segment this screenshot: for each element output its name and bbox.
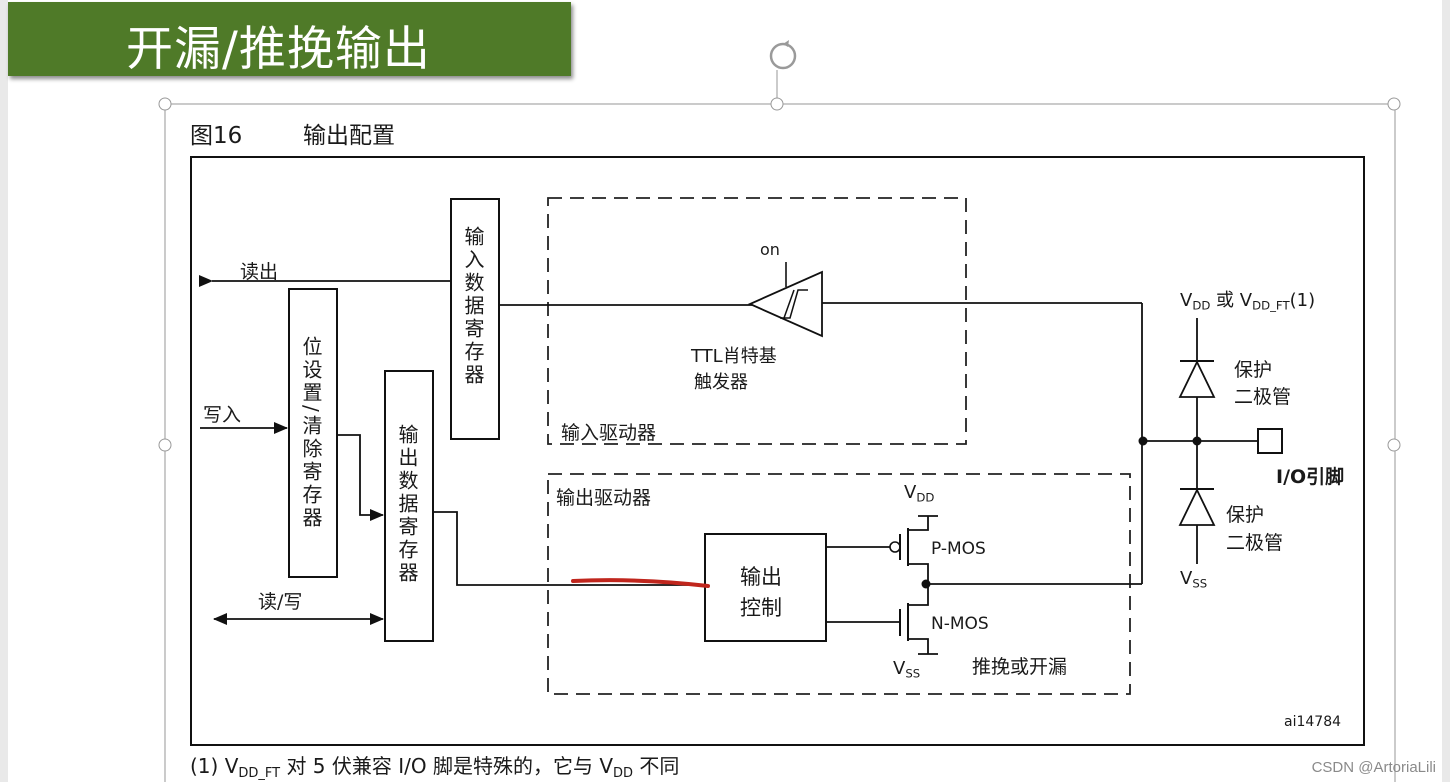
output-data-register-label: 输出数据寄存器 [395,424,419,585]
input-driver-box [547,197,967,445]
figure-footnote: (1) VDD_FT 对 5 伏兼容 I/O 脚是特殊的，它与 VDD 不同 [190,754,680,781]
protection-vdd-label: VDD 或 VDD_FT(1) [1180,290,1316,313]
drain-node-dot [921,579,931,589]
output-control-label-line1: 输出 [740,565,782,589]
title-banner: 开漏/推挽输出 [8,2,571,77]
bsrr-to-odr-line [337,434,384,521]
input-driver-label: 输入驱动器 [561,422,657,444]
diode-bottom-label-line1: 保护 [1226,504,1265,526]
figure-id: ai14784 [1284,714,1342,730]
io-pin-pad [1257,428,1283,454]
diode-top-icon [1178,359,1216,398]
output-data-register-block [384,370,434,642]
image-selection-frame[interactable] [158,70,1401,782]
diode-top-label-line1: 保护 [1234,359,1273,381]
write-in-label: 写入 [203,404,242,426]
trigger-label-line1: TTL肖特基 [691,346,777,367]
input-data-register-label: 输入数据寄存器 [461,226,485,387]
input-data-register-block [450,198,500,440]
pmos-label: P-MOS [931,539,986,559]
output-vss-label: VSS [893,658,921,681]
bit-set-clear-register-label: 位设置/清除寄存器 [299,336,323,530]
trigger-on-label: on [760,240,780,259]
pmos-transistor-icon [826,515,938,584]
schmitt-trigger-icon [747,262,823,338]
nmos-label: N-MOS [931,614,989,634]
slide-title: 开漏/推挽输出 [126,22,431,77]
figure-number: 图16 [190,123,243,149]
odr-to-control-line [433,511,705,586]
output-control-block [704,533,827,642]
protection-vss-label: VSS [1180,568,1208,591]
diode-top-label-line2: 二极管 [1234,386,1292,408]
pin-node-dot-left [1138,436,1148,446]
trigger-label-line2: 触发器 [694,372,748,393]
read-out-label: 读出 [240,261,279,283]
output-control-label-line2: 控制 [740,596,782,620]
rotate-handle-icon[interactable] [769,40,797,70]
red-annotation-mark [571,578,710,588]
push-pull-open-drain-label: 推挽或开漏 [972,656,1068,678]
diode-bottom-label-line2: 二极管 [1226,532,1284,554]
read-write-label: 读/写 [258,591,303,613]
csdn-watermark: CSDN @ArtoriaLili [1311,759,1436,776]
io-pin-label: I/O引脚 [1276,466,1345,488]
figure-border [190,156,1365,746]
bit-set-clear-register-block [288,288,338,578]
output-driver-label: 输出驱动器 [556,487,652,509]
figure-caption: 输出配置 [303,123,395,149]
output-vdd-label: VDD [904,482,935,505]
diode-bottom-icon [1178,487,1216,526]
nmos-transistor-icon [826,584,938,655]
